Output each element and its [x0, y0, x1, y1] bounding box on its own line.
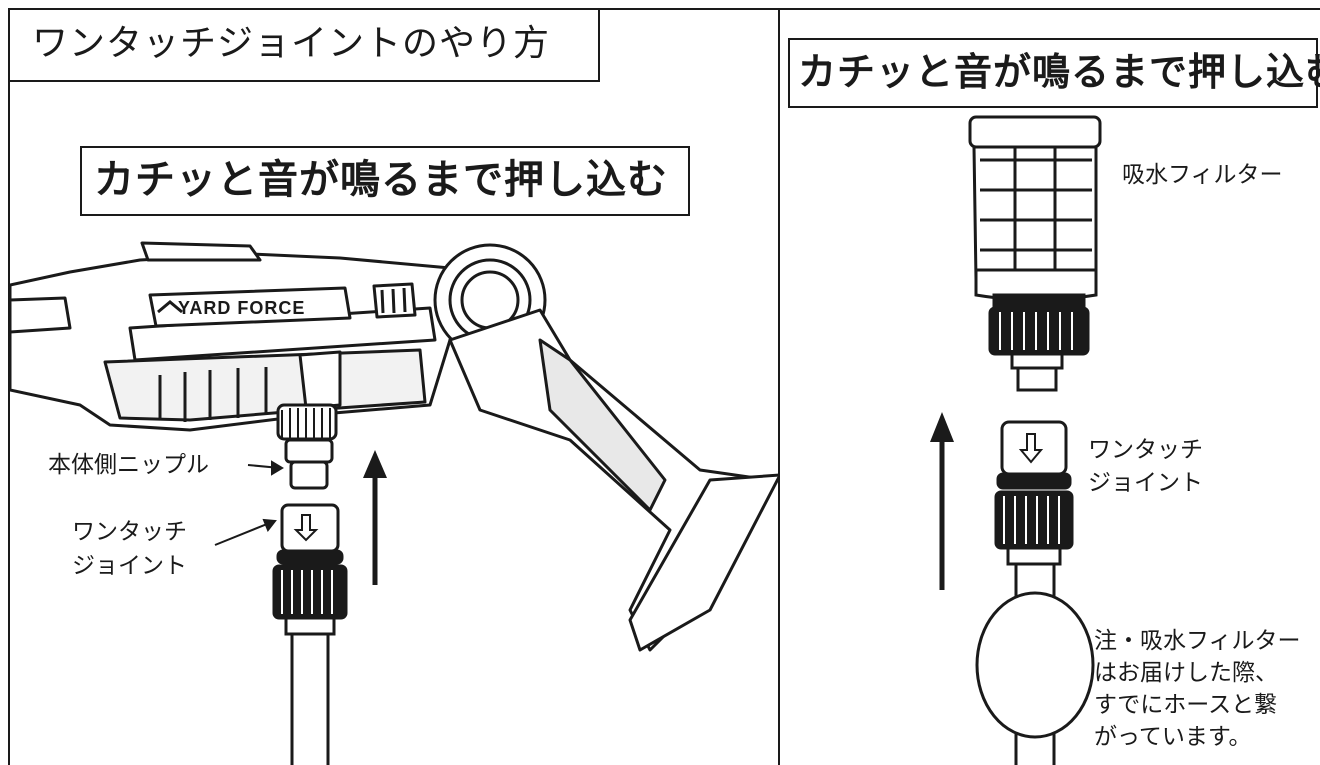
left-instruction-panel: YARD FORCE ワンタッチジョイントのやり方 カチッと音が鳴るまで押し込む… [8, 8, 780, 765]
filter-hose-illustration [930, 115, 1102, 765]
joint-label-line1: ワンタッチ [1088, 437, 1203, 463]
one-touch-joint-right [975, 420, 1095, 765]
push-in-heading: カチッと音が鳴るまで押し込む [788, 38, 1320, 108]
label-pointer-lines [214, 460, 284, 546]
filter-label: 吸水フィルター [1122, 162, 1283, 188]
right-instruction-panel: カチッと音が鳴るまで押し込む 吸水フィルター ワンタッチ ジョイント 注・吸水フ… [778, 8, 1320, 765]
nipple-label: 本体側ニップル [48, 452, 209, 478]
push-up-arrow-icon [363, 450, 387, 585]
note-line-3: すでにホースと繋 [1094, 692, 1278, 718]
instruction-title: ワンタッチジョイントのやり方 [10, 10, 600, 82]
brand-chevron-icon [157, 300, 183, 314]
joint-label-line2: ジョイント [72, 553, 187, 579]
joint-label-line1: ワンタッチ [72, 519, 187, 545]
push-up-arrow-icon [930, 412, 954, 590]
intake-filter [968, 115, 1102, 392]
brand-logo: YARD FORCE [178, 298, 305, 318]
note-line-4: がっています。 [1094, 724, 1252, 750]
one-touch-joint-left [272, 503, 348, 765]
washer-gun-body [10, 241, 778, 652]
note-line-2: はお届けした際、 [1094, 660, 1278, 686]
joint-label-line2: ジョイント [1088, 470, 1203, 496]
pressure-washer-illustration: YARD FORCE [10, 241, 778, 765]
note-line-1: 注・吸水フィルター [1094, 628, 1301, 654]
push-in-heading: カチッと音が鳴るまで押し込む [80, 146, 690, 216]
